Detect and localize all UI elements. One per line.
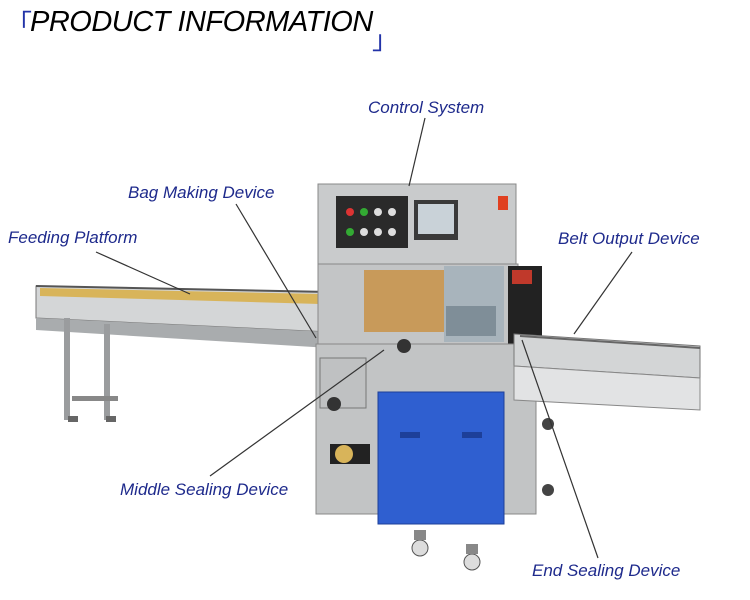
label-bag-making-device: Bag Making Device (128, 183, 275, 202)
label-end-sealing-device: End Sealing Device (532, 561, 681, 580)
page-header: 「 PRODUCT INFORMATION 」 (0, 0, 750, 60)
label-middle-sealing-device: Middle Sealing Device (120, 480, 289, 499)
leader-bag-making-device (235, 203, 317, 339)
label-feeding-platform: Feeding Platform (8, 228, 138, 247)
page-title: PRODUCT INFORMATION (30, 6, 373, 38)
label-belt-output-device: Belt Output Device (558, 229, 700, 248)
middle-sealing-unit (319, 357, 370, 464)
belt-output-device (513, 333, 701, 411)
feeding-platform (35, 285, 331, 422)
leader-lines (95, 117, 633, 559)
label-control-system: Control System (368, 98, 485, 117)
leader-middle-sealing-device (209, 349, 385, 477)
leader-belt-output-device (573, 251, 633, 335)
title-open-bracket: 「 (6, 10, 33, 40)
title-close-bracket: 」 (372, 26, 399, 56)
leader-end-sealing-device (521, 339, 599, 559)
leader-feeding-platform (95, 251, 191, 295)
leader-control-system (408, 117, 426, 187)
